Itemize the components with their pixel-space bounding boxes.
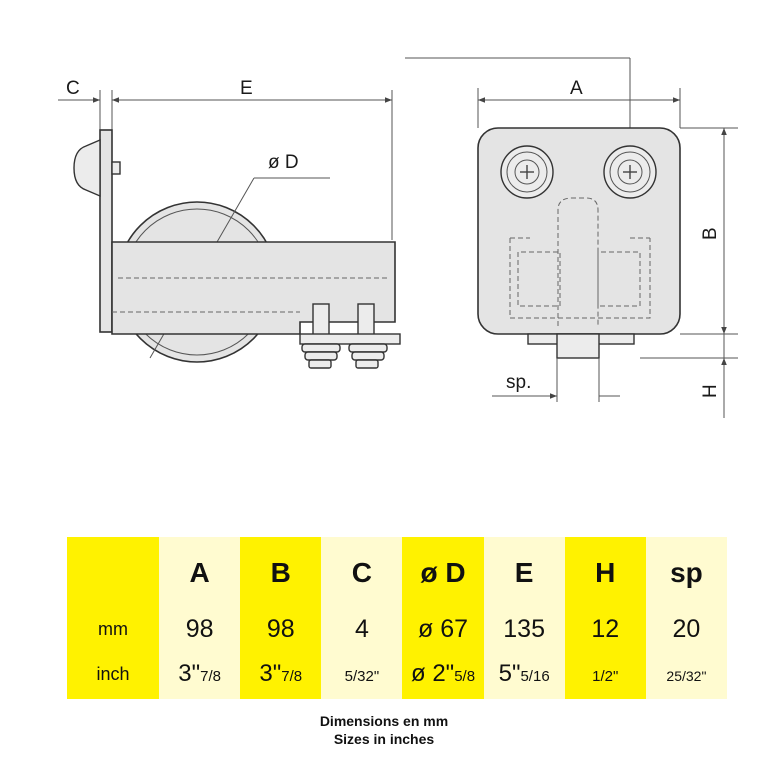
header-d: ø D [402, 537, 484, 609]
corner-cell [67, 537, 160, 609]
header-a: A [159, 537, 241, 609]
inch-e: 5"5/16 [483, 649, 565, 699]
inch-a: 3"7/8 [159, 649, 241, 699]
row-label-mm: mm [67, 609, 160, 649]
side-view: C E ø D [58, 78, 401, 369]
mm-e: 135 [483, 609, 565, 649]
mm-c: 4 [321, 609, 403, 649]
inch-sp: 25/32" [645, 649, 727, 699]
header-c: C [321, 537, 403, 609]
label-b: B [700, 227, 721, 240]
dimension-table: A B C ø D E H sp mm 98 98 4 ø 67 135 12 … [67, 537, 727, 699]
label-a: A [570, 78, 583, 99]
header-e: E [483, 537, 565, 609]
mm-d: ø 67 [402, 609, 484, 649]
front-view: A B [405, 57, 738, 418]
caption-line-1: Dimensions en mm [319, 713, 449, 729]
inch-h: 1/2" [564, 649, 646, 699]
label-d: ø D [268, 152, 299, 173]
inch-c: 5/32" [321, 649, 403, 699]
header-h: H [564, 537, 646, 609]
header-b: B [240, 537, 322, 609]
caption: Dimensions en mm Sizes in inches [0, 712, 768, 748]
bolt-right [603, 145, 657, 199]
inch-d: ø 2"5/8 [402, 649, 484, 699]
inch-b: 3"7/8 [240, 649, 322, 699]
mm-b: 98 [240, 609, 322, 649]
label-e: E [240, 78, 253, 99]
label-h: H [700, 384, 721, 398]
mm-sp: 20 [645, 609, 727, 649]
bolt-assembly [299, 303, 401, 369]
row-label-inch: inch [67, 649, 160, 699]
header-sp: sp [645, 537, 727, 609]
caption-line-2: Sizes in inches [333, 731, 435, 747]
mm-a: 98 [159, 609, 241, 649]
label-sp: sp. [506, 372, 531, 393]
label-c: C [66, 78, 80, 99]
mm-h: 12 [564, 609, 646, 649]
bolt-left [500, 145, 554, 199]
